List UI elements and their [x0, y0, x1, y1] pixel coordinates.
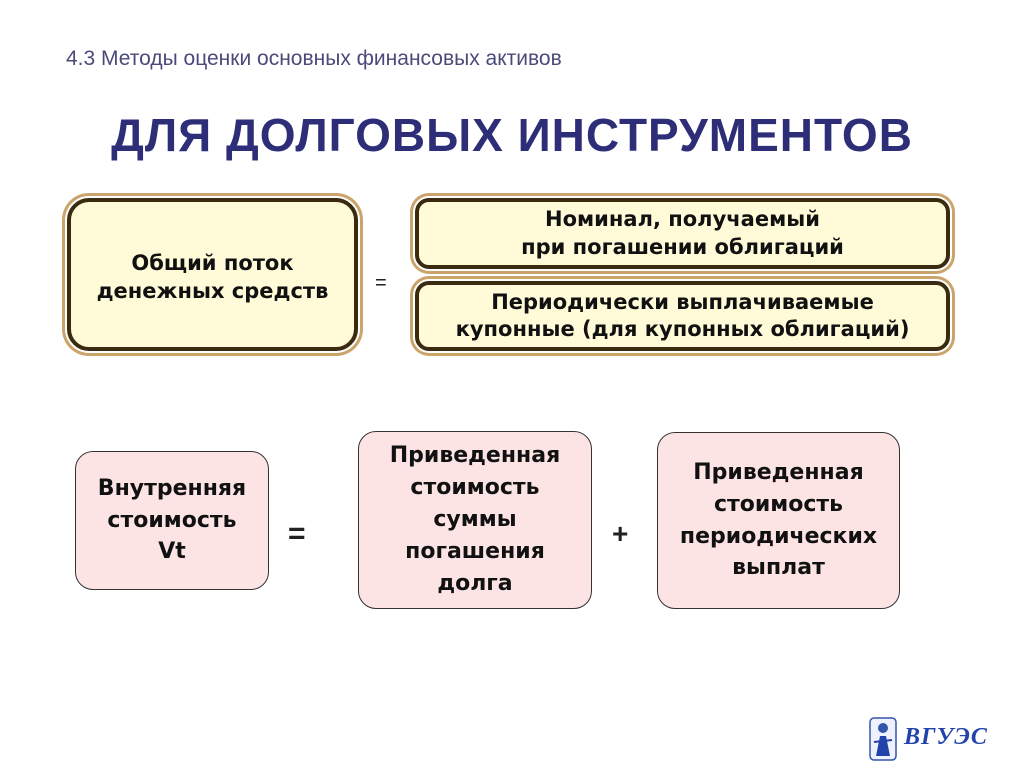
plus-sign: +: [612, 518, 629, 549]
nominal-label: Номинал, получаемый при погашении облига…: [521, 207, 844, 259]
nominal-box: Номинал, получаемый при погашении облига…: [415, 198, 950, 269]
logo-text: ВГУЭС: [904, 724, 988, 750]
pv-repayment-label: Приведенная стоимость суммы погашения до…: [389, 443, 561, 596]
coupon-payments-box: Периодически выплачиваемые купонные (для…: [415, 281, 950, 351]
slide-subtitle: 4.3 Методы оценки основных финансовых ак…: [66, 47, 562, 70]
university-logo: ВГУЭС: [868, 716, 988, 762]
slide-title: ДЛЯ ДОЛГОВЫХ ИНСТРУМЕНТОВ: [111, 109, 913, 161]
total-cash-flow-label: Общий поток денежных средств: [96, 251, 329, 303]
total-cash-flow-box: Общий поток денежных средств: [67, 198, 358, 351]
emblem-icon: [869, 717, 897, 761]
coupon-payments-label: Периодически выплачиваемые купонные (для…: [455, 289, 910, 341]
row2-equals-sign: =: [288, 517, 306, 550]
pv-periodic-payments-label: Приведенная стоимость периодических выпл…: [679, 459, 878, 581]
intrinsic-value-box: Внутренняя стоимость Vt: [75, 451, 269, 590]
pv-repayment-box: Приведенная стоимость суммы погашения до…: [358, 431, 592, 609]
row1-equals-sign: =: [375, 272, 387, 294]
pv-periodic-payments-box: Приведенная стоимость периодических выпл…: [657, 432, 900, 609]
intrinsic-value-label: Внутренняя стоимость Vt: [97, 475, 247, 565]
